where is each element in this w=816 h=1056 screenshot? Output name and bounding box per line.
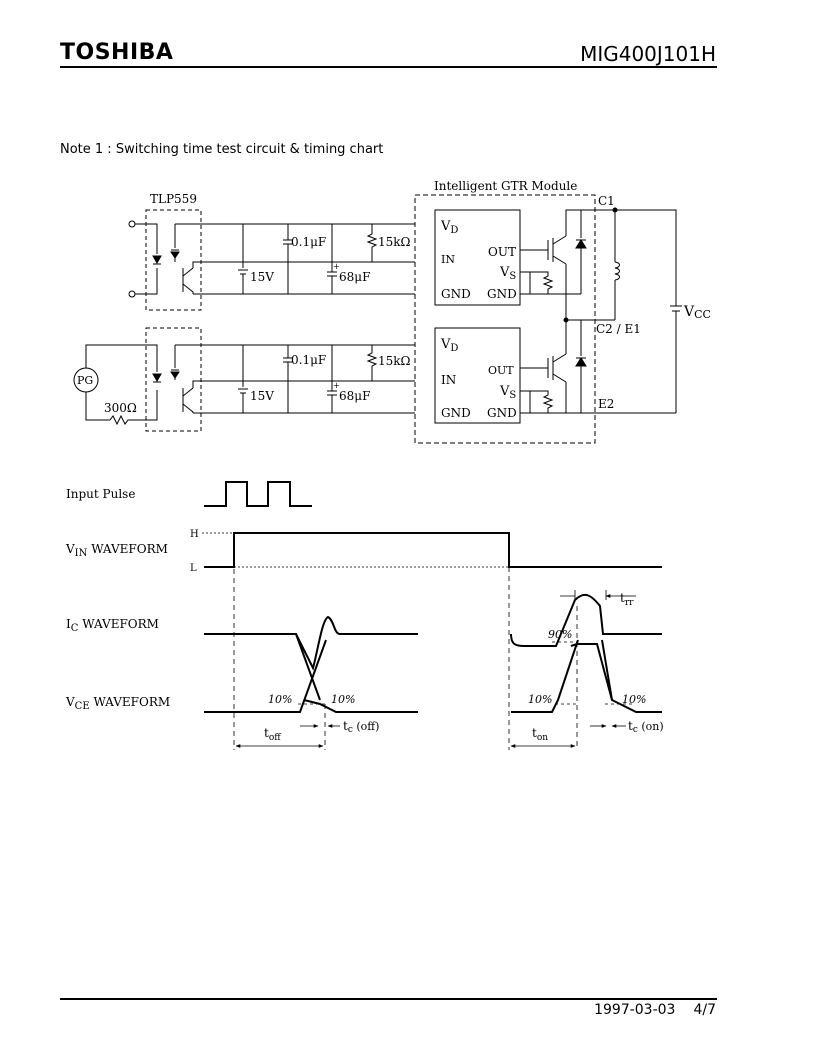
diode-icon <box>170 371 180 379</box>
terminal-c2e1: C2 / E1 <box>596 322 641 336</box>
vin-label: VIN WAVEFORM <box>65 542 168 559</box>
vin-waveform <box>204 532 662 568</box>
igbt-icon <box>547 353 567 413</box>
header-rule <box>60 66 717 68</box>
footer-date: 1997-03-03 <box>594 1002 676 1018</box>
cap-small-label: 0.1μF <box>291 235 326 249</box>
svg-text:68μF: 68μF <box>339 389 370 403</box>
svg-text:VD: VD <box>440 219 458 236</box>
ic-label: IC WAVEFORM <box>66 617 159 634</box>
svg-text:GND: GND <box>441 406 471 420</box>
svg-text:OUT: OUT <box>488 245 516 259</box>
module-outline <box>414 194 596 444</box>
level-h: H <box>190 529 199 540</box>
pct90-label: 90% <box>548 628 572 641</box>
transistor-icon <box>182 261 415 294</box>
diode-icon <box>170 251 180 259</box>
transistor-icon <box>182 380 415 413</box>
trr-label: trr <box>620 591 634 608</box>
resistor-in <box>109 390 158 426</box>
toff-label: toff <box>264 726 281 743</box>
svg-text:PG: PG <box>77 374 93 387</box>
optocoupler-lower <box>145 327 202 432</box>
brand-logo: TOSHIBA <box>60 40 174 65</box>
svg-text:GND: GND <box>441 287 471 301</box>
driver-ic-upper <box>434 209 521 306</box>
supply-label: 15V <box>250 270 274 284</box>
terminal-e2: E2 <box>598 397 614 411</box>
freewheel-diode-icon <box>575 357 587 367</box>
input-terminal <box>128 220 136 228</box>
vce-label: VCE WAVEFORM <box>65 695 170 712</box>
svg-text:GND: GND <box>487 287 517 301</box>
level-l: L <box>190 563 197 574</box>
svg-text:IN: IN <box>441 373 456 387</box>
optocoupler-upper <box>145 209 202 311</box>
igbt-icon <box>547 235 567 294</box>
svg-text:VS: VS <box>499 265 516 282</box>
svg-text:15kΩ: 15kΩ <box>378 354 411 368</box>
svg-text:OUT: OUT <box>488 364 514 377</box>
ton-label: ton <box>532 726 548 743</box>
svg-text:0.1μF: 0.1μF <box>291 353 326 367</box>
page-number: 4/7 <box>693 1002 716 1018</box>
led-icon <box>152 255 162 265</box>
driver-ic-lower <box>434 327 521 424</box>
svg-text:IN: IN <box>441 253 455 266</box>
resistor-pull-label: 15kΩ <box>378 235 411 249</box>
part-number: MIG400J101H <box>580 42 716 66</box>
freewheel-diode-icon <box>575 239 587 249</box>
input-pulse-waveform <box>204 481 312 507</box>
footer-rule <box>60 998 717 1000</box>
terminal-c1: C1 <box>598 194 615 208</box>
cap-large-label: 68μF <box>339 270 370 284</box>
svg-text:15V: 15V <box>250 389 274 403</box>
svg-text:VS: VS <box>499 384 516 401</box>
svg-text:+: + <box>333 262 340 271</box>
vcc-label: VCC <box>683 304 711 321</box>
svg-text:VD: VD <box>440 337 458 354</box>
optocoupler-label: TLP559 <box>150 192 197 206</box>
tcon-label: tc (on) <box>628 719 664 735</box>
svg-text:10%: 10% <box>528 693 552 706</box>
inductor-icon <box>614 261 620 281</box>
led-icon <box>152 373 162 383</box>
vce-waveform <box>204 639 418 713</box>
ic-waveform <box>204 615 418 701</box>
footer: 1997-03-03 4/7 <box>576 1002 716 1018</box>
input-terminal <box>128 290 136 298</box>
svg-text:GND: GND <box>487 406 517 420</box>
svg-text:10%: 10% <box>622 693 646 706</box>
svg-text:+: + <box>333 381 340 390</box>
module-title: Intelligent GTR Module <box>434 179 577 193</box>
pct10-label: 10% <box>268 693 292 706</box>
note-heading: Note 1 : Switching time test circuit & t… <box>60 142 384 157</box>
test-circuit: Intelligent GTR Module TLP559 15V 0.1μF … <box>73 179 711 444</box>
resistor-in-label: 300Ω <box>104 401 137 415</box>
tcoff-label: tc (off) <box>343 719 379 735</box>
input-pulse-label: Input Pulse <box>66 487 135 501</box>
svg-text:10%: 10% <box>331 693 355 706</box>
timing-chart: Input Pulse VIN WAVEFORM H L IC WAVEFORM… <box>65 481 664 750</box>
